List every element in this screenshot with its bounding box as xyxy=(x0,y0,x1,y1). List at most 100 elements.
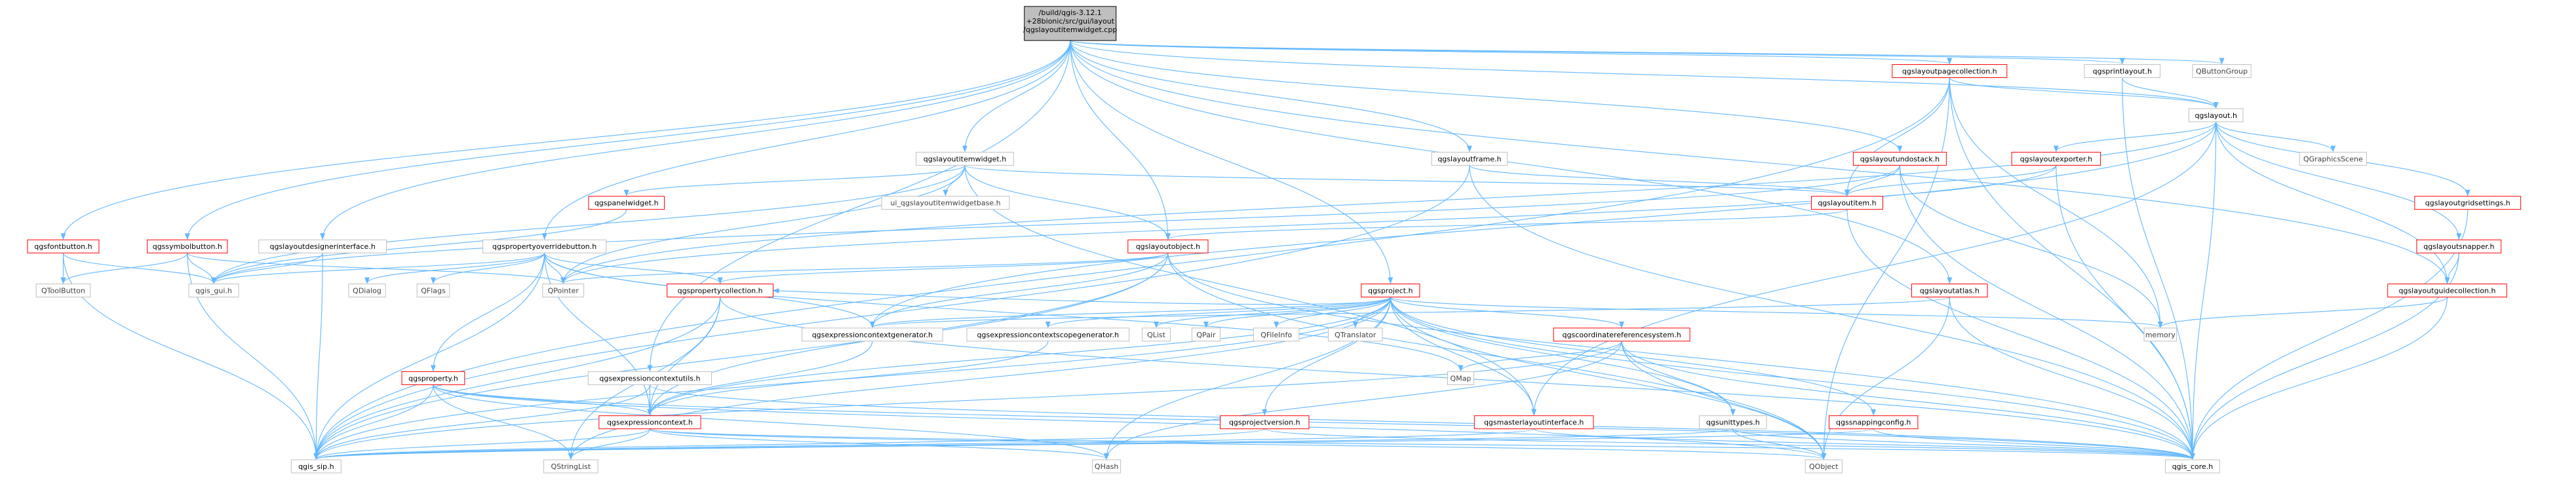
node-qgspanelwidget[interactable]: qgspanelwidget.h xyxy=(588,196,665,210)
node-qgslayoutitem[interactable]: qgslayoutitem.h xyxy=(1810,196,1883,210)
edge-qgspropertyoverridebutton-to-qflags xyxy=(431,253,545,284)
edge-path xyxy=(2189,297,2448,460)
edge-path xyxy=(772,288,1391,305)
node-qgis-core[interactable]: qgis_core.h xyxy=(2165,459,2220,474)
node-box xyxy=(290,459,342,474)
node-root[interactable]: /build/qgis-3.12.1+28bionic/src/gui/layo… xyxy=(1023,6,1117,41)
node-qgslayoutframe[interactable]: qgslayoutframe.h xyxy=(1431,151,1508,166)
node-qgsexpressioncontextgenerator[interactable]: qgsexpressioncontextgenerator.h xyxy=(802,327,943,342)
node-box xyxy=(1911,284,1988,298)
edge-qgsexpressioncontext-to-qhash xyxy=(649,428,1109,460)
node-qgslayout[interactable]: qgslayout.h xyxy=(2188,108,2244,122)
edge-qgslayoutitem-to-qgis-core xyxy=(1846,209,2195,460)
node-qgsprojectversion[interactable]: qgsprojectversion.h xyxy=(1220,415,1310,430)
edge-path xyxy=(1045,297,1391,328)
node-qgspropertycollection[interactable]: qgspropertycollection.h xyxy=(667,284,774,298)
edge-path xyxy=(313,297,1391,460)
node-qgsfontbutton[interactable]: qgsfontbutton.h xyxy=(27,239,100,253)
edge-qgslayoutframe-to-qgslayoutitem xyxy=(1469,164,1850,196)
node-qgsmasterlayoutinterface[interactable]: qgsmasterlayoutinterface.h xyxy=(1473,415,1594,430)
edge-root-to-qgssymbolbutton xyxy=(184,40,1071,240)
node-qgslayoutatlas[interactable]: qgslayoutatlas.h xyxy=(1911,284,1988,298)
node-qgslayoutgridsettings[interactable]: qgslayoutgridsettings.h xyxy=(2414,196,2522,210)
node-qgsunittypes[interactable]: qgsunittypes.h xyxy=(1699,415,1767,430)
node-label: qgslayoutframe.h xyxy=(1437,155,1501,163)
edge-qgsexpressioncontextutils-to-qgis-sip xyxy=(313,384,650,460)
edge-path xyxy=(544,252,723,284)
edge-qgslayoutguidecollection-to-qgis-core xyxy=(2189,297,2448,460)
edge-path xyxy=(1262,297,1391,416)
edge-qgscoordinatereferencesystem-to-qhash xyxy=(1104,341,1622,460)
edge-qgslayoutitemwidget-to-qgslayoutitem xyxy=(964,164,1850,196)
node-label: qgsexpressioncontextutils.h xyxy=(599,374,700,382)
node-box xyxy=(27,239,100,253)
node-box xyxy=(2084,64,2161,79)
edge-qgscoordinatereferencesystem-to-qgis-core xyxy=(1621,341,2195,460)
node-qgslayoutguidecollection[interactable]: qgslayoutguidecollection.h xyxy=(2387,284,2507,298)
edge-qgslayoutundostack-to-qgis-gui xyxy=(211,165,1900,284)
edge-path xyxy=(1203,297,1391,328)
node-qgsexpressioncontextutils[interactable]: qgsexpressioncontextutils.h xyxy=(587,371,712,385)
node-qgssnappingconfig[interactable]: qgssnappingconfig.h xyxy=(1828,415,1919,430)
edge-qgslayoutobject-to-qgsexpressioncontextgenerator xyxy=(869,253,1169,328)
node-qgsexpressioncontext[interactable]: qgsexpressioncontext.h xyxy=(598,415,701,430)
edge-qgslayoutitemwidget-to-qpointer xyxy=(560,165,966,284)
node-qflags: QFlags xyxy=(416,284,450,298)
edge-qgsprojectversion-to-qgis-sip xyxy=(313,428,1265,460)
node-box xyxy=(1473,415,1594,430)
node-box xyxy=(1810,196,1883,210)
edge-path xyxy=(1949,77,2219,109)
edge-qgssnappingconfig-to-qgis-core xyxy=(1873,428,2195,460)
node-box xyxy=(1553,327,1690,342)
node-qgspropertyoverridebutton[interactable]: qgspropertyoverridebutton.h xyxy=(482,239,607,253)
node-qgsprintlayout[interactable]: qgsprintlayout.h xyxy=(2084,64,2161,79)
edge-qgsexpressioncontext-to-qgis-sip xyxy=(313,428,650,460)
node-label: QFileInfo xyxy=(1260,331,1292,339)
node-qgssymbolbutton[interactable]: qgssymbolbutton.h xyxy=(147,239,228,253)
node-qgslayoutsnapper[interactable]: qgslayoutsnapper.h xyxy=(2416,239,2502,253)
edge-qgspropertyoverridebutton-to-qdialog xyxy=(364,252,545,284)
edge-path xyxy=(870,297,1950,328)
node-box xyxy=(348,284,386,298)
edge-qgsproperty-to-qhash xyxy=(433,384,1109,460)
edge-path xyxy=(2215,121,2336,153)
edge-qgslayoutpagecollection-to-qgis-sip xyxy=(313,77,1950,460)
node-label: QDialog xyxy=(353,287,381,295)
node-qgsproperty[interactable]: qgsproperty.h xyxy=(401,371,465,385)
node-label: qgsunittypes.h xyxy=(1706,419,1760,427)
edge-path xyxy=(313,428,650,460)
edge-path xyxy=(1390,297,1877,416)
edge-qgslayoutundostack-to-memory xyxy=(1899,165,2163,328)
node-box xyxy=(881,196,1010,210)
edge-qgsfontbutton-to-qgis-gui xyxy=(62,253,216,284)
node-qgis-sip[interactable]: qgis_sip.h xyxy=(290,459,342,474)
node-label: QButtonGroup xyxy=(2196,67,2248,76)
edge-path xyxy=(560,121,2217,284)
edge-qgsexpressioncontext-to-qstringlist xyxy=(568,428,650,460)
node-qgslayoutitemwidget[interactable]: qgslayoutitemwidget.h xyxy=(916,151,1014,166)
node-qgslayoutundostack[interactable]: qgslayoutundostack.h xyxy=(1852,151,1947,166)
node-qgscoordinatereferencesystem[interactable]: qgscoordinatereferencesystem.h xyxy=(1553,327,1690,342)
edge-root-to-qgsfontbutton xyxy=(60,40,1071,240)
edge-path xyxy=(1390,297,1827,460)
edge-path xyxy=(2122,77,2195,460)
edge-qgssnappingconfig-to-qgis-sip xyxy=(314,428,1874,460)
edge-path xyxy=(649,428,2195,460)
edge-path xyxy=(544,253,1464,372)
edge-qgslayoutpagecollection-to-qgslayout xyxy=(1949,77,2219,109)
node-box xyxy=(2387,284,2507,298)
node-qgsproject[interactable]: qgsproject.h xyxy=(1361,284,1420,298)
edge-path xyxy=(717,252,1169,284)
node-qgslayoutobject[interactable]: qgslayoutobject.h xyxy=(1127,239,1209,253)
edge-path xyxy=(541,40,1071,240)
node-qgslayoutdesignerinterface[interactable]: qgslayoutdesignerinterface.h xyxy=(258,239,387,253)
edge-root-to-qgslayoutundostack xyxy=(1070,40,1903,153)
node-qgsexpressioncontextscopegenerator[interactable]: qgsexpressioncontextscopegenerator.h xyxy=(966,327,1130,342)
node-qgslayoutpagecollection[interactable]: qgslayoutpagecollection.h xyxy=(1892,64,2008,79)
node-box xyxy=(598,415,701,430)
edge-qgsproject-to-qgis-sip xyxy=(313,297,1391,460)
node-qgslayoutexporter[interactable]: qgslayoutexporter.h xyxy=(2011,151,2101,166)
edge-path xyxy=(1949,297,2195,460)
node-label: qgsexpressioncontextscopegenerator.h xyxy=(977,331,1120,339)
